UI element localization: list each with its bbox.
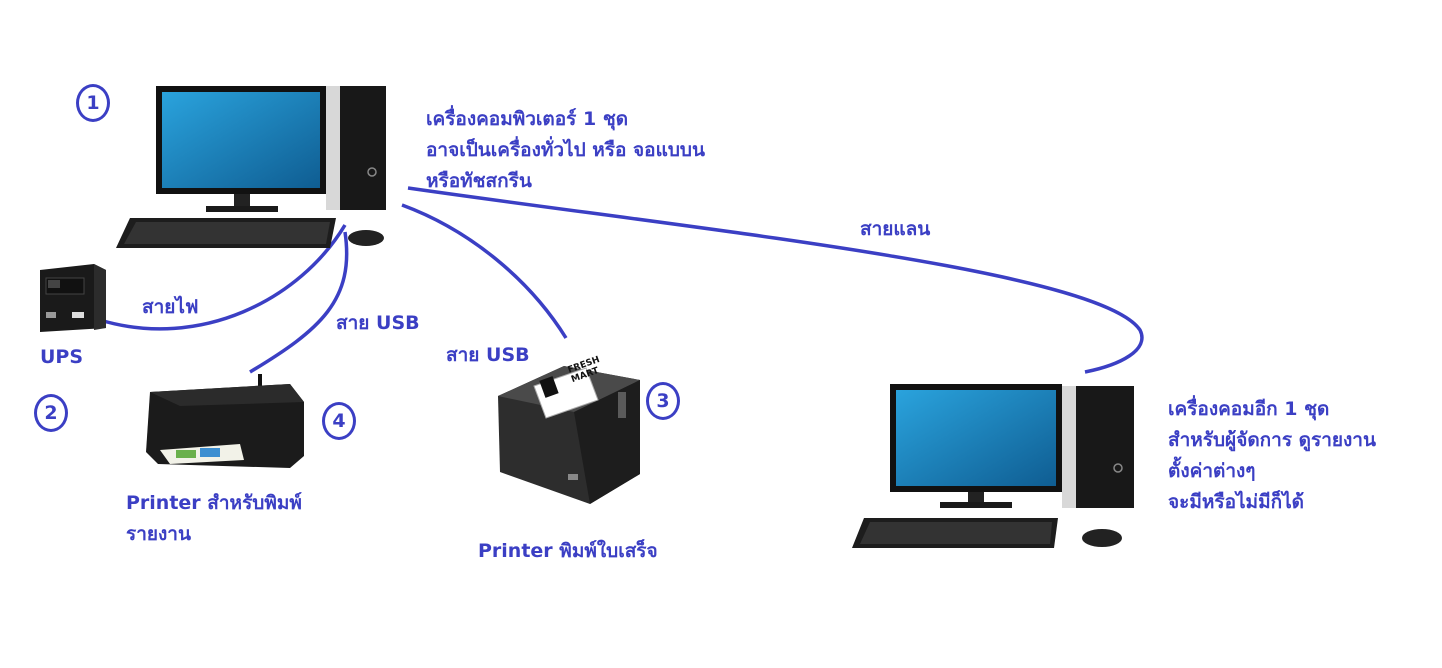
device-number-2: 2 <box>34 394 68 432</box>
receipt-printer-label: Printer พิมพ์ใบเสร็จ <box>478 540 658 562</box>
manager-computer-label: เครื่องคอมอีก 1 ชุด สำหรับผู้จัดการ ดูรา… <box>1168 394 1376 518</box>
report-printer-image <box>146 374 304 468</box>
main-computer-label-line: อาจเป็นเครื่องทั่วไป หรือ จอแบบน <box>426 139 705 161</box>
usb-cable-receipt-printer-line <box>401 203 568 339</box>
power-cable-label: สายไฟ <box>142 296 199 318</box>
usb-cable-report-label: สาย USB <box>336 312 420 334</box>
main-computer-label-line: หรือทัชสกรีน <box>426 170 532 192</box>
manager-computer-image <box>852 384 1134 548</box>
monitor-screen <box>162 92 320 188</box>
report-printer-label-line: รายงาน <box>126 523 191 545</box>
main-computer-image <box>116 86 386 248</box>
report-printer-label-line: Printer สำหรับพิมพ์ <box>126 492 302 514</box>
report-printer-label: Printer สำหรับพิมพ์ รายงาน <box>126 488 302 550</box>
lan-cable-line <box>407 186 1144 374</box>
ups-label: UPS <box>40 346 84 368</box>
manager-computer-label-line: เครื่องคอมอีก 1 ชุด <box>1168 398 1330 420</box>
usb-cable-report-printer-line <box>249 231 349 374</box>
receipt-printer-image <box>498 366 640 504</box>
manager-computer-label-line: สำหรับผู้จัดการ ดูรายงาน <box>1168 429 1376 451</box>
device-number-4: 4 <box>322 402 356 440</box>
device-number-1: 1 <box>76 84 110 122</box>
main-computer-label-line: เครื่องคอมพิวเตอร์ 1 ชุด <box>426 108 629 130</box>
main-computer-label: เครื่องคอมพิวเตอร์ 1 ชุด อาจเป็นเครื่องท… <box>426 104 705 197</box>
manager-computer-label-line: จะมีหรือไม่มีก็ได้ <box>1168 491 1305 513</box>
lan-cable-label: สายแลน <box>860 218 931 240</box>
manager-computer-label-line: ตั้งค่าต่างๆ <box>1168 460 1256 482</box>
device-number-3: 3 <box>646 382 680 420</box>
ups-image <box>40 264 106 332</box>
power-cable-line <box>99 224 347 331</box>
mouse <box>348 230 384 246</box>
usb-cable-receipt-label: สาย USB <box>446 344 530 366</box>
